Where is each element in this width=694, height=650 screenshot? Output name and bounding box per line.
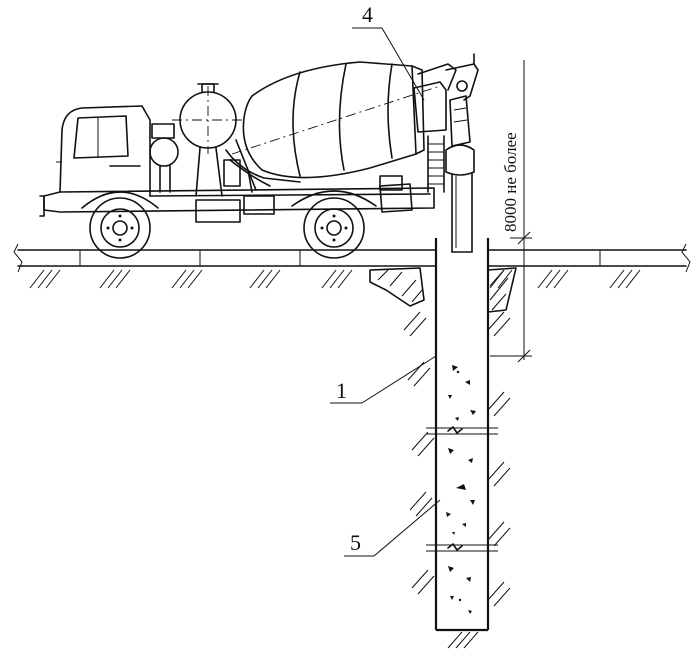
callout-label-1: 1 [336, 378, 347, 403]
guide-collar [369, 267, 517, 313]
callout-label-4: 4 [362, 2, 373, 27]
dimension-line [490, 60, 532, 363]
callout-5 [344, 499, 441, 557]
ground-surface [13, 243, 691, 273]
mixer-truck [39, 53, 479, 259]
soil-hatching [29, 269, 641, 649]
callout-1 [330, 355, 437, 404]
borehole [426, 238, 498, 632]
dimension-text: 8000 не более [501, 132, 520, 232]
concrete-pipe [445, 144, 475, 253]
callout-label-5: 5 [350, 530, 361, 555]
callout-4 [352, 27, 425, 101]
concrete-fill [446, 365, 476, 614]
